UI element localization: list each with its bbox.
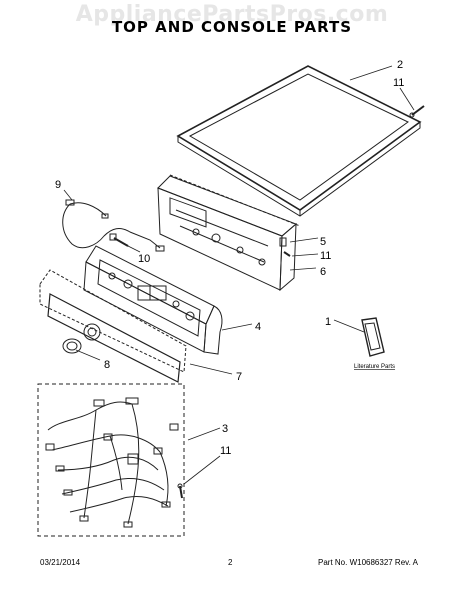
- screw-bottom-part: [177, 483, 183, 499]
- callout-11-bottom: 11: [220, 445, 231, 457]
- callout-4: 4: [255, 321, 261, 333]
- callout-labels: 2 11 9 10 5 11 6 4 1 7 8 3 11 Literature…: [55, 59, 404, 457]
- connector-part: [109, 233, 129, 247]
- callout-6: 6: [320, 266, 326, 278]
- callout-7: 7: [236, 371, 242, 383]
- callout-9: 9: [55, 179, 61, 191]
- knob-part: [62, 338, 82, 354]
- callout-1: 1: [325, 316, 331, 328]
- callout-8: 8: [104, 359, 110, 371]
- console-rear-panel-part: [157, 174, 301, 292]
- callout-11-top: 11: [393, 77, 404, 89]
- console-front-part: [83, 245, 223, 355]
- footer-part-number: Part No. W10686327 Rev. A: [318, 558, 418, 567]
- callout-2: 2: [397, 59, 403, 71]
- wire-harness-small-part: [62, 199, 165, 252]
- callout-5: 5: [320, 236, 326, 248]
- footer-date: 03/21/2014: [40, 558, 81, 567]
- leader-lines: [63, 65, 415, 485]
- top-panel-part: [176, 65, 422, 217]
- screw-top-part: [409, 105, 425, 118]
- console-overlay-part: [39, 269, 187, 383]
- main-wire-harness-part: [37, 383, 185, 537]
- callout-10: 10: [138, 253, 150, 265]
- callout-3: 3: [222, 423, 228, 435]
- footer-page-number: 2: [228, 558, 233, 567]
- literature-parts-label: Literature Parts: [354, 364, 395, 370]
- page-title: TOP AND CONSOLE PARTS: [111, 18, 353, 36]
- literature-booklet-part: [361, 317, 385, 357]
- watermark: AppliancePartsPros.com: [75, 2, 389, 27]
- callout-11-middle: 11: [320, 250, 331, 262]
- console-clip-part: [279, 237, 291, 257]
